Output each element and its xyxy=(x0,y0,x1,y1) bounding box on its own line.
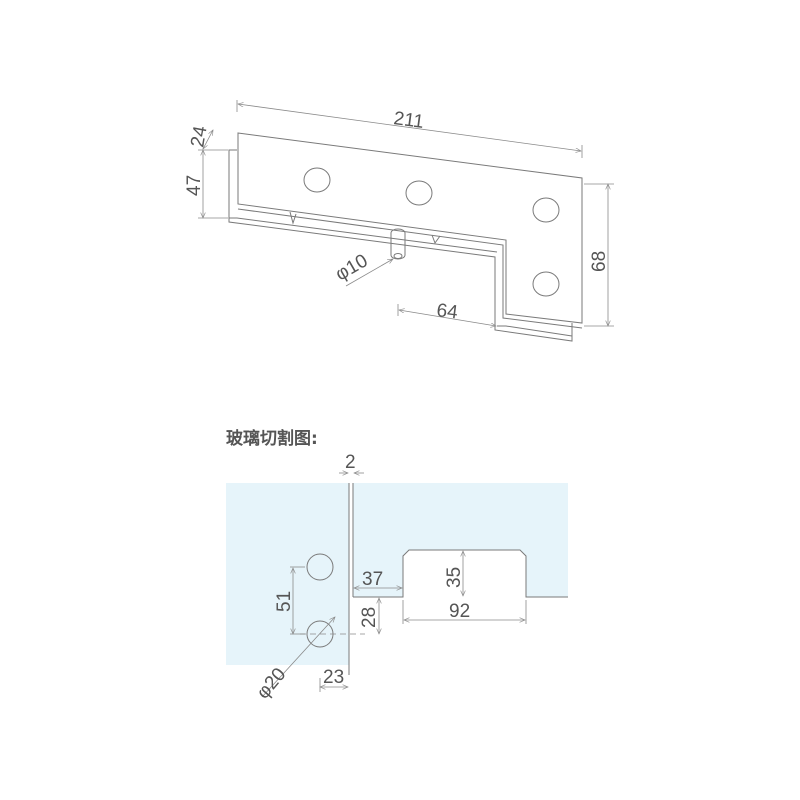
dim-hole-diameter: φ20 xyxy=(253,664,291,703)
dim-right-height: 68 xyxy=(589,251,610,272)
pivot-pin xyxy=(390,228,406,260)
dim-height: 47 xyxy=(184,175,205,196)
dim-pin-diameter: φ10 xyxy=(332,250,371,285)
dim-edge-to-hole: 28 xyxy=(359,607,380,628)
plate-hole xyxy=(405,180,433,206)
plate-hole xyxy=(532,271,560,297)
dim-hole-spacing: 51 xyxy=(274,591,295,612)
dim-hole-offset: 23 xyxy=(323,667,344,688)
plate-outline xyxy=(237,132,583,324)
dim-notch-depth: 35 xyxy=(444,567,465,588)
back-flange xyxy=(228,149,573,342)
glass-cut-title: 玻璃切割图: xyxy=(226,428,318,449)
glass-right-panel xyxy=(353,483,568,597)
plate-hole xyxy=(303,167,331,193)
back-flange-lower xyxy=(497,325,573,337)
glass-hole xyxy=(306,553,334,581)
dim-depth: 24 xyxy=(187,124,211,149)
hinge-plate-drawing xyxy=(228,132,583,342)
back-flange-inner xyxy=(229,217,498,253)
support-rib xyxy=(289,211,297,225)
dim-gap: 2 xyxy=(345,452,356,473)
dim-length: 211 xyxy=(392,108,425,133)
dim-notch-width: 64 xyxy=(435,300,459,323)
dim-notch-width: 92 xyxy=(449,601,470,622)
pivot-pin-end xyxy=(393,253,403,259)
support-rib xyxy=(431,234,441,245)
plate-hole xyxy=(532,197,560,223)
dim-offset: 37 xyxy=(362,569,383,590)
glass-cut-drawing xyxy=(226,483,568,675)
glass-left-panel xyxy=(226,483,349,665)
plate-edge xyxy=(237,208,583,329)
